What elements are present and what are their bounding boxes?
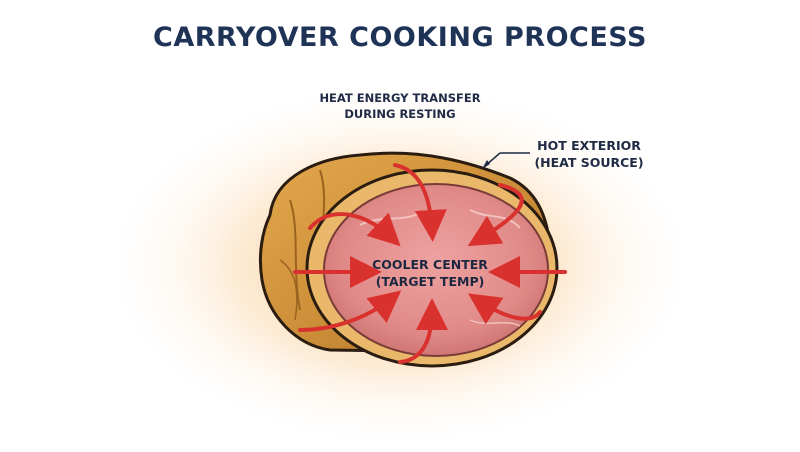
center-label-line-1: COOLER CENTER [372,257,488,272]
exterior-pointer [482,152,530,169]
heat-arrow-top-left [308,212,401,247]
heat-arrow-bottom [398,298,448,364]
heat-arrow-top-right [467,183,524,247]
heat-arrow-bottom-right [468,293,542,325]
subtitle-line-1: HEAT ENERGY TRANSFER [319,91,481,105]
heat-arrows [293,163,567,364]
diagram-title: CARRYOVER COOKING PROCESS [153,22,647,53]
center-label-line-2: (TARGET TEMP) [375,274,485,289]
heat-arrow-top [393,163,447,242]
center-label: COOLER CENTER (TARGET TEMP) [345,256,515,290]
exterior-label-line-2: (HEAT SOURCE) [534,155,644,170]
heat-arrow-bottom-left [298,290,402,332]
subtitle: HEAT ENERGY TRANSFER DURING RESTING [300,90,500,122]
exterior-label: HOT EXTERIOR (HEAT SOURCE) [518,137,660,171]
exterior-label-line-1: HOT EXTERIOR [537,138,641,153]
subtitle-line-2: DURING RESTING [344,107,456,121]
